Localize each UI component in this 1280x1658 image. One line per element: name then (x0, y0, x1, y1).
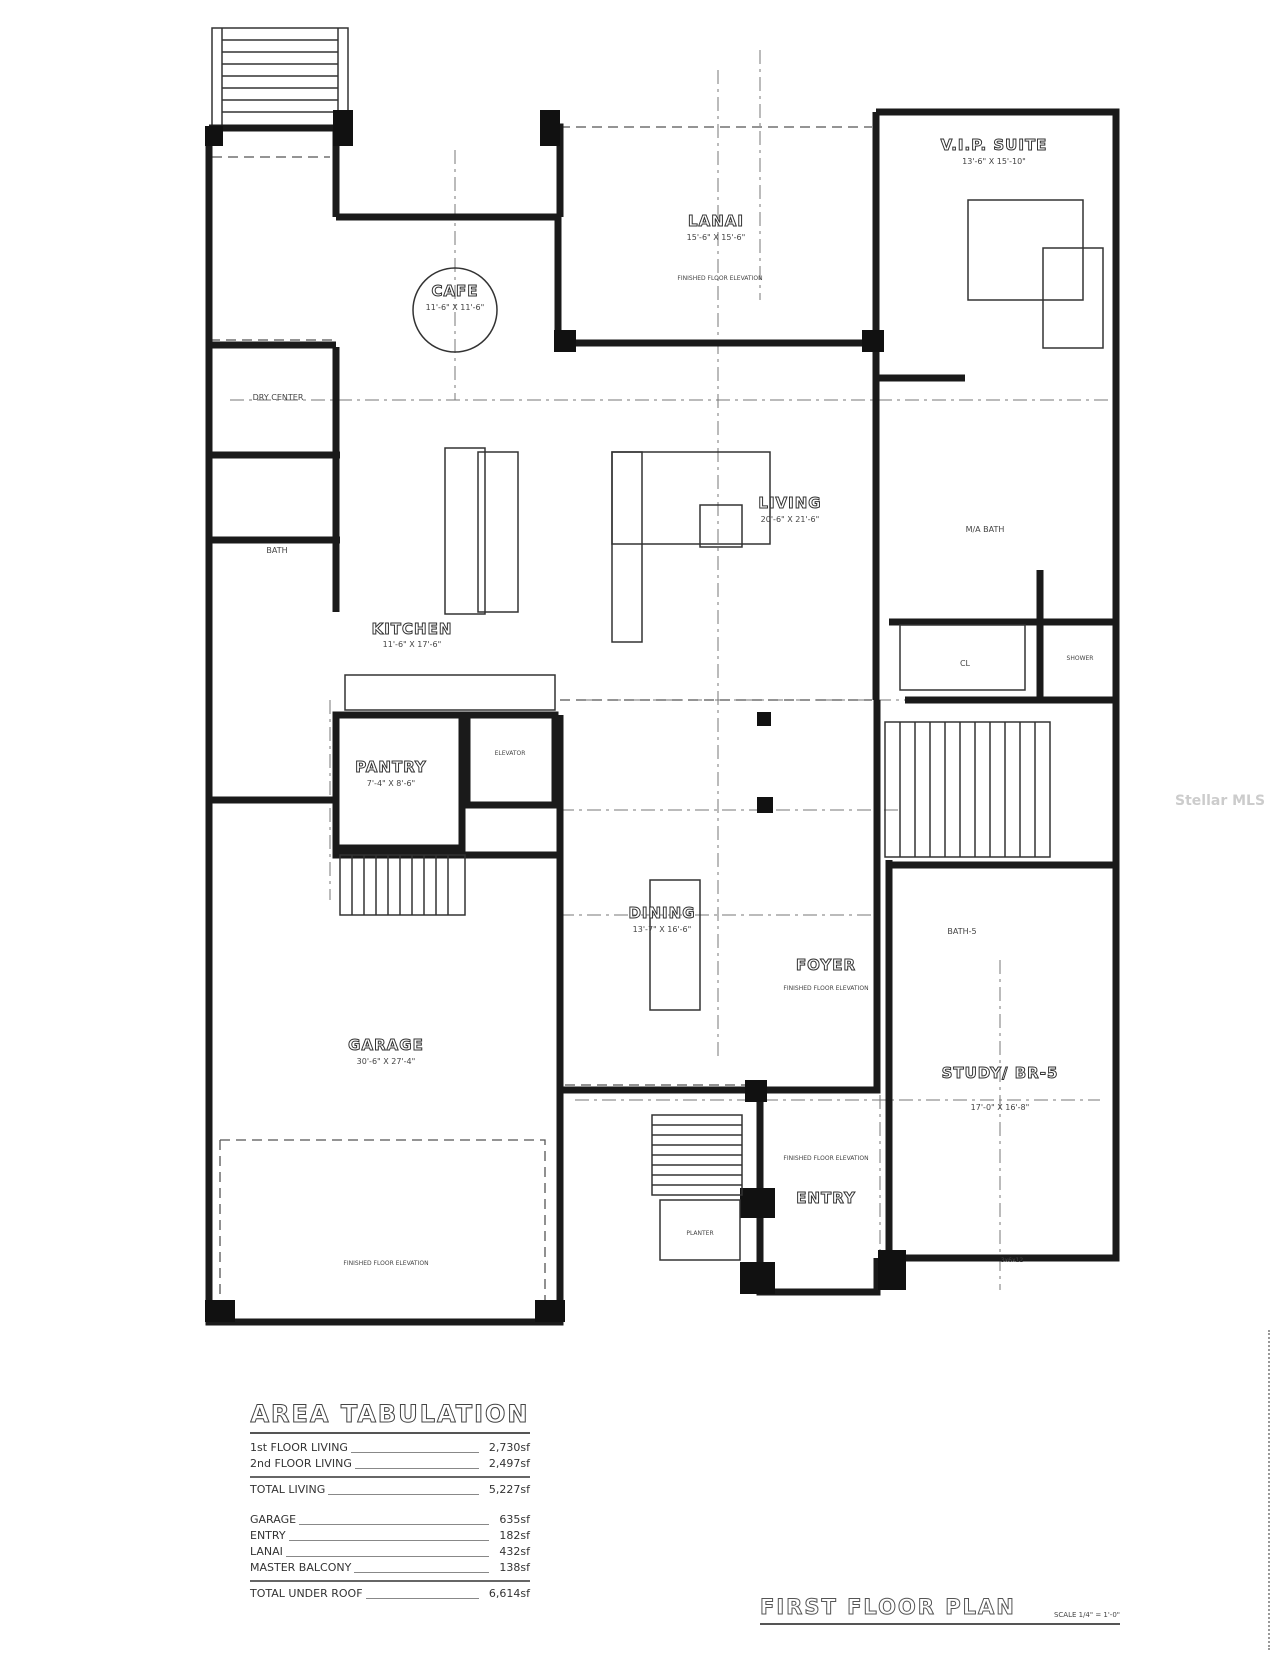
interior-stairs (339, 721, 1051, 1261)
tab-row-lanai: LANAI 432sf (250, 1544, 530, 1560)
tab-row-1st-floor: 1st FLOOR LIVING 2,730sf (250, 1440, 530, 1456)
tab-value: 432sf (499, 1545, 530, 1558)
tab-label: TOTAL UNDER ROOF (250, 1587, 366, 1600)
porch-outlines (210, 126, 872, 1300)
tab-row-total-living: TOTAL LIVING 5,227sf (250, 1482, 530, 1498)
tab-value: 182sf (499, 1529, 530, 1542)
label-closet: CL (960, 659, 971, 668)
label-pantry: PANTRY (355, 758, 427, 776)
label-kitchen: KITCHEN (372, 620, 453, 638)
label-lanai: LANAI (688, 212, 744, 230)
dims-cafe: 11'-6" X 11'-6" (426, 303, 485, 312)
title-block: FIRST FLOOR PLAN SCALE 1/4" = 1'-0" (760, 1595, 1120, 1625)
tab-label: 1st FLOOR LIVING (250, 1441, 351, 1454)
dims-vip-suite: 13'-6" X 15'-10" (962, 157, 1026, 166)
label-window-study: 3x6x12 (1001, 1257, 1024, 1264)
tab-row-master-balcony: MASTER BALCONY 138sf (250, 1560, 530, 1576)
dims-lanai: 15'-6" X 15'-6" (687, 233, 746, 242)
tab-label: GARAGE (250, 1513, 300, 1526)
walls (205, 108, 1120, 1326)
sheet-edge-text (1268, 1330, 1280, 1650)
drawing-title: FIRST FLOOR PLAN (760, 1595, 1016, 1620)
note-finished-floor-entry: FINISHED FLOOR ELEVATION (783, 1155, 868, 1162)
label-study: STUDY/ BR-5 (942, 1064, 1059, 1082)
label-bath5: BATH-5 (947, 927, 976, 936)
dims-garage: 30'-6" X 27'-4" (357, 1057, 416, 1066)
rear-stairs (211, 27, 349, 129)
vip-dresser (1042, 247, 1104, 349)
label-dry-center: DRY CENTER (253, 393, 304, 402)
dims-dining: 13'-7" X 16'-6" (633, 925, 692, 934)
label-planter: PLANTER (686, 1230, 713, 1237)
tab-label: 2nd FLOOR LIVING (250, 1457, 355, 1470)
label-shower: SHOWER (1067, 655, 1094, 662)
label-living: LIVING (758, 494, 821, 512)
divider (250, 1476, 530, 1478)
tab-row-total-under-roof: TOTAL UNDER ROOF 6,614sf (250, 1586, 530, 1602)
area-tabulation-title: AREA TABULATION (250, 1400, 530, 1434)
label-ma-bath: M/A BATH (966, 525, 1005, 534)
tab-row-2nd-floor: 2nd FLOOR LIVING 2,497sf (250, 1456, 530, 1472)
tab-label: TOTAL LIVING (250, 1483, 329, 1496)
label-bath: BATH (266, 546, 287, 555)
label-elevator: ELEVATOR (495, 750, 526, 757)
tab-row-garage: GARAGE 635sf (250, 1512, 530, 1528)
label-dining: DINING (628, 904, 695, 922)
drawing-scale: SCALE 1/4" = 1'-0" (1053, 1611, 1120, 1619)
label-cafe: CAFE (431, 282, 478, 300)
tab-value: 2,497sf (488, 1457, 530, 1470)
label-foyer: FOYER (796, 956, 856, 974)
tab-row-entry: ENTRY 182sf (250, 1528, 530, 1544)
tab-value: 2,730sf (488, 1441, 530, 1454)
note-finished-floor-lanai: FINISHED FLOOR ELEVATION (677, 275, 762, 282)
label-garage: GARAGE (348, 1036, 424, 1054)
tab-label: MASTER BALCONY (250, 1561, 355, 1574)
furniture (344, 199, 1104, 1011)
dims-pantry: 7'-4" X 8'-6" (367, 779, 415, 788)
dims-kitchen: 11'-6" X 17'-6" (383, 640, 442, 649)
tab-label: ENTRY (250, 1529, 289, 1542)
room-labels: V.I.P. SUITE 13'-6" X 15'-10" LANAI 15'-… (253, 136, 1094, 1268)
tab-value: 635sf (499, 1513, 530, 1526)
label-entry: ENTRY (796, 1189, 856, 1207)
dims-living: 20'-6" X 21'-6" (761, 515, 820, 524)
tab-value: 138sf (499, 1561, 530, 1574)
note-finished-floor-foyer: FINISHED FLOOR ELEVATION (783, 985, 868, 992)
dims-study: 17'-0" X 16'-8" (971, 1103, 1030, 1112)
note-finished-floor-garage: FINISHED FLOOR ELEVATION (343, 1260, 428, 1267)
columns (205, 110, 906, 1322)
tab-label: LANAI (250, 1545, 286, 1558)
tab-value: 5,227sf (488, 1483, 530, 1496)
divider (250, 1580, 530, 1582)
label-vip-suite: V.I.P. SUITE (941, 136, 1048, 154)
watermark: Stellar MLS (1175, 793, 1266, 809)
tab-value: 6,614sf (488, 1587, 530, 1600)
